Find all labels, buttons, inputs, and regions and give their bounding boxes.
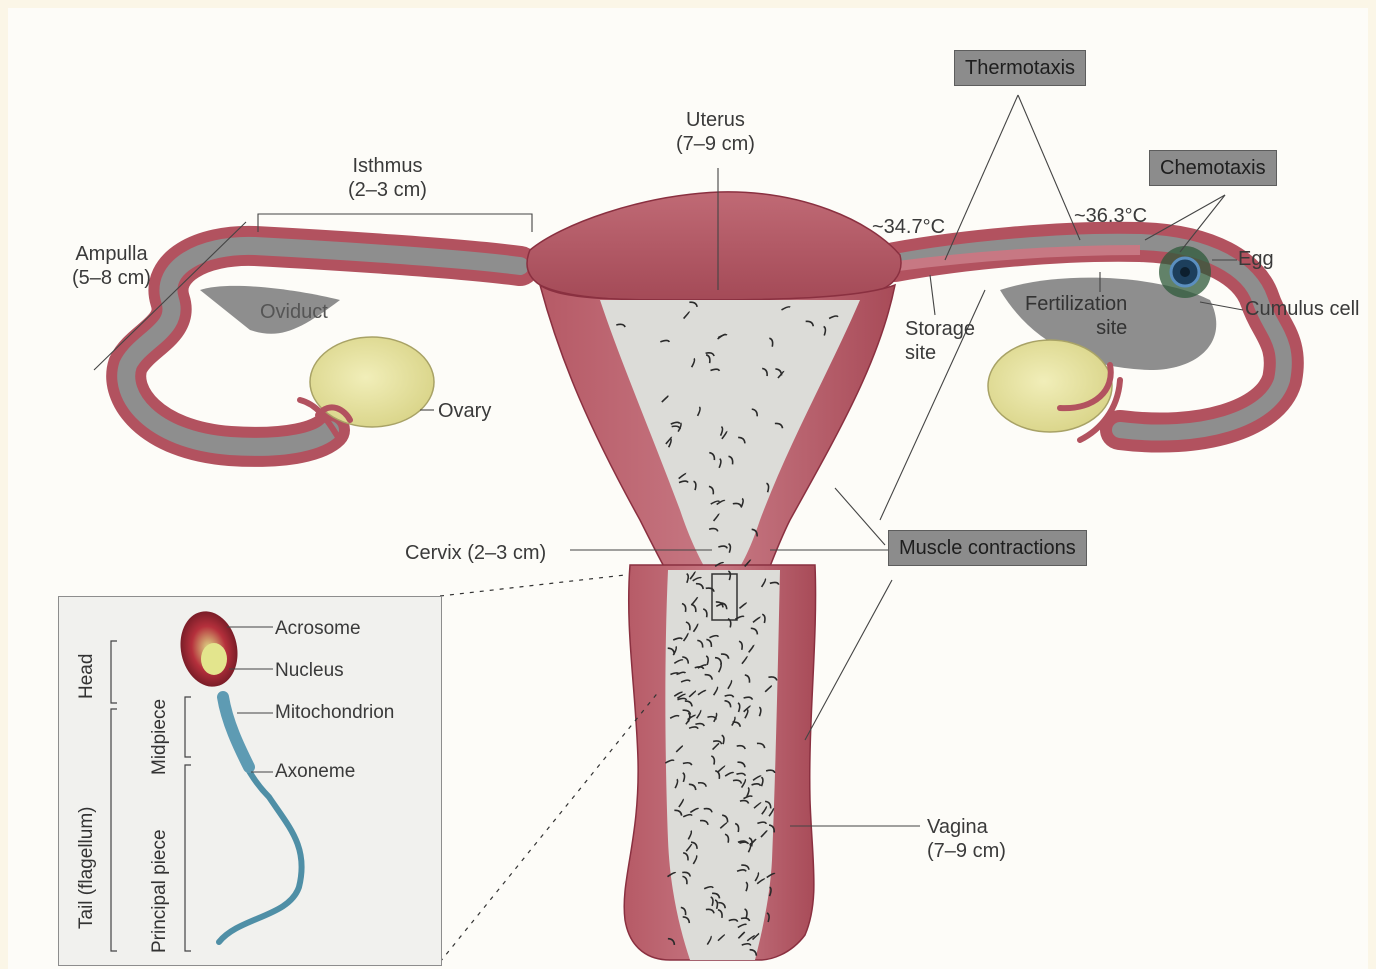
cumulus-cell-label: Cumulus cell: [1245, 297, 1359, 321]
isthmus-label: Isthmus (2–3 cm): [348, 154, 427, 202]
uterus-label: Uterus (7–9 cm): [676, 108, 755, 156]
storage-site-line1: Storage: [905, 317, 975, 341]
fertilization-site-line1: Fertilization: [1025, 292, 1127, 316]
isthmus-name: Isthmus: [348, 154, 427, 178]
uterus-name: Uterus: [676, 108, 755, 132]
thermotaxis-box: Thermotaxis: [954, 50, 1086, 86]
isthmus-size: (2–3 cm): [348, 178, 427, 202]
ovary-label: Ovary: [438, 399, 491, 423]
egg-label: Egg: [1238, 247, 1274, 271]
storage-site-label: Storage site: [905, 317, 975, 365]
storage-temperature: ~34.7°C: [872, 215, 945, 239]
vagina-size: (7–9 cm): [927, 839, 1006, 863]
fertilization-site-line2: site: [1025, 316, 1127, 340]
fertilization-site-label: Fertilization site: [1025, 292, 1127, 340]
sperm-structure-inset: Acrosome Nucleus Mitochondrion Axoneme H…: [58, 596, 442, 966]
egg-with-cumulus: [1159, 246, 1211, 298]
ampulla-size: (5–8 cm): [72, 266, 151, 290]
sperm-midpiece: [223, 697, 249, 767]
vagina: [624, 565, 815, 960]
principal-piece-region-label: Principal piece: [149, 829, 171, 953]
vagina-label: Vagina (7–9 cm): [927, 815, 1006, 863]
storage-site-line2: site: [905, 341, 975, 365]
tail-region-label: Tail (flagellum): [76, 807, 98, 929]
uterus: [527, 192, 901, 620]
sperm-tail: [219, 715, 302, 942]
mitochondrion-label: Mitochondrion: [275, 701, 394, 725]
vagina-name: Vagina: [927, 815, 1006, 839]
oviduct-label: Oviduct: [260, 300, 328, 324]
cervix-label: Cervix (2–3 cm): [405, 541, 546, 565]
sperm-illustration: [59, 597, 441, 965]
nucleus-label: Nucleus: [275, 659, 344, 683]
ampulla-name: Ampulla: [72, 242, 151, 266]
head-region-label: Head: [76, 654, 98, 699]
sperm-nucleus: [201, 643, 227, 675]
uterus-size: (7–9 cm): [676, 132, 755, 156]
acrosome-label: Acrosome: [275, 617, 361, 641]
midpiece-region-label: Midpiece: [149, 699, 171, 775]
axoneme-label: Axoneme: [275, 760, 355, 784]
fertilization-temperature: ~36.3°C: [1074, 204, 1147, 228]
ampulla-label: Ampulla (5–8 cm): [72, 242, 151, 290]
chemotaxis-box: Chemotaxis: [1149, 150, 1277, 186]
muscle-contractions-box: Muscle contractions: [888, 530, 1087, 566]
